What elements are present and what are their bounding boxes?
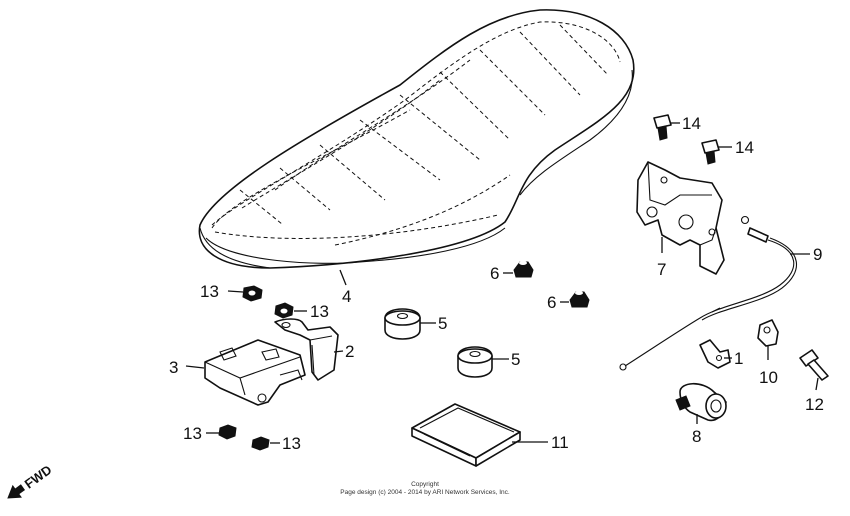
callout-6: 6 xyxy=(547,293,556,312)
callout-11: 11 xyxy=(551,433,569,452)
hinge-bracket-part[interactable] xyxy=(274,318,339,381)
callout-8: 8 xyxy=(692,427,701,446)
seat-lock-cable-part[interactable] xyxy=(619,215,797,371)
seat-part[interactable] xyxy=(198,9,635,269)
screw-part[interactable] xyxy=(799,349,829,381)
fwd-label: FWD xyxy=(22,462,55,492)
callout-14: 14 xyxy=(682,114,701,133)
nut-part[interactable] xyxy=(274,302,294,319)
callout-2: 2 xyxy=(345,342,354,361)
callout-1: 1 xyxy=(734,349,743,368)
leader-line xyxy=(339,269,347,286)
callout-7: 7 xyxy=(657,260,666,279)
callout-4: 4 xyxy=(342,287,351,306)
bolt-part[interactable] xyxy=(653,114,672,141)
copyright-text: Copyright xyxy=(411,481,439,488)
callout-13: 13 xyxy=(183,424,202,443)
callout-3: 3 xyxy=(169,358,178,377)
callout-13: 13 xyxy=(310,302,329,321)
cap-nut-part[interactable] xyxy=(513,261,534,278)
clamp-part[interactable] xyxy=(757,319,779,347)
callout-14: 14 xyxy=(735,138,754,157)
bolt-part[interactable] xyxy=(701,139,720,165)
owners-manual-part[interactable] xyxy=(411,403,521,467)
copyright-notice: Page design (c) 2004 - 2014 by ARI Netwo… xyxy=(340,489,510,496)
callout-5: 5 xyxy=(511,350,520,369)
clip-part[interactable] xyxy=(699,339,731,369)
callout-9: 9 xyxy=(813,245,822,264)
nut-part[interactable] xyxy=(242,285,263,302)
callout-13: 13 xyxy=(200,282,219,301)
nut-part[interactable] xyxy=(218,424,237,440)
cap-nut-part[interactable] xyxy=(569,291,590,308)
callout-10: 10 xyxy=(759,368,778,387)
callout-5: 5 xyxy=(438,314,447,333)
forward-direction-arrow: FWD xyxy=(7,462,55,499)
lock-bracket-part[interactable] xyxy=(636,161,725,275)
nut-part[interactable] xyxy=(251,436,270,451)
cushion-part[interactable] xyxy=(384,308,421,340)
cushion-part[interactable] xyxy=(457,346,493,378)
seat-lock-part[interactable] xyxy=(204,339,306,406)
callout-12: 12 xyxy=(805,395,824,414)
key-cylinder-part[interactable] xyxy=(675,382,727,422)
callout-13: 13 xyxy=(282,434,301,453)
callout-6: 6 xyxy=(490,264,499,283)
